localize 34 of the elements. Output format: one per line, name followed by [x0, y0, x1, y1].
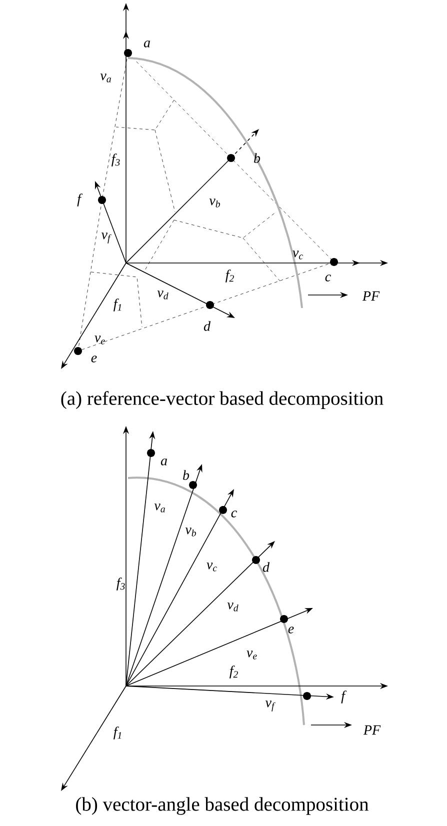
point-label: c [231, 510, 237, 518]
vector-label: v$_{d}$ [157, 290, 168, 300]
point-label: b [254, 153, 260, 163]
curve-label: PF [362, 291, 380, 301]
point-label: f [341, 690, 347, 704]
point-label: e [91, 356, 97, 362]
point-label: d [262, 562, 270, 572]
vector-label: v$_{a}$ [154, 504, 165, 512]
caption: (b) vector-angle based decomposition [76, 797, 369, 815]
vector-label: v$_{b}$ [185, 528, 196, 536]
vector-label: v$_{e}$ [246, 650, 257, 660]
vector-label: v$_{e}$ [94, 336, 105, 344]
point-label: b [183, 470, 190, 480]
point-label: a [144, 40, 150, 48]
curve-label: PF [363, 725, 381, 735]
vector-label: v$_{d}$ [227, 602, 238, 612]
point-label: f [77, 194, 83, 206]
point-label: d [204, 321, 211, 331]
vector-label: v$_{a}$ [100, 74, 111, 82]
axis-label: f$_{2}$ [226, 270, 234, 282]
axis-label: f$_{1}$ [114, 726, 122, 740]
axis-label: f$_{3}$ [116, 578, 125, 590]
axis-label: f$_{2}$ [230, 666, 238, 678]
caption: (a) reference-vector based decomposition [61, 391, 384, 409]
vector-label: v$_{f}$ [101, 232, 112, 244]
vector-label: v$_{c}$ [206, 562, 217, 572]
axis-label: f$_{1}$ [114, 298, 122, 312]
point-label: e [288, 626, 294, 634]
vector-label: v$_{b}$ [209, 198, 220, 208]
vector-label: v$_{c}$ [292, 250, 303, 260]
point-label: a [160, 458, 167, 466]
axis-label: f$_{3}$ [112, 154, 120, 166]
point-label: c [325, 274, 331, 282]
vector-label: v$_{f}$ [265, 700, 276, 712]
